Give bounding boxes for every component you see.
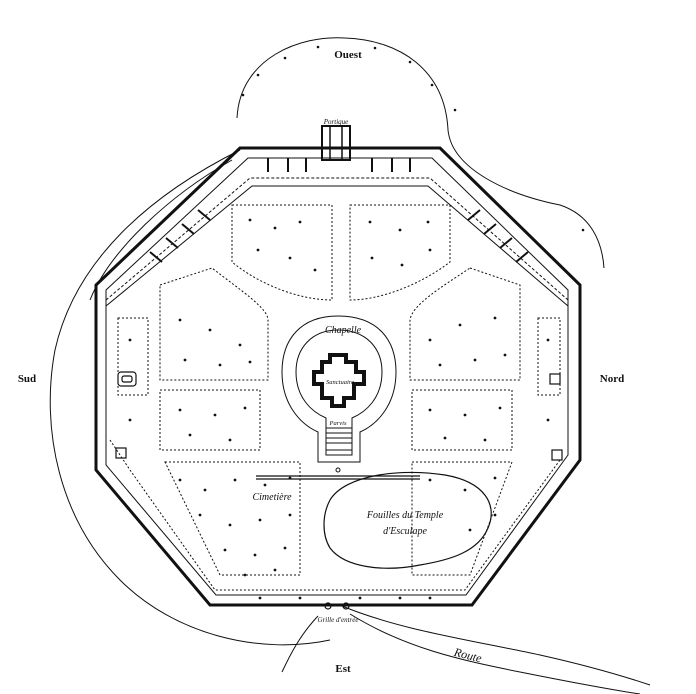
external-paths bbox=[49, 37, 651, 694]
sanctuaire-shrine bbox=[312, 353, 366, 408]
monuments bbox=[115, 371, 563, 461]
parvis-steps bbox=[325, 427, 353, 451]
plot-ne bbox=[349, 204, 451, 301]
label-fouilles-2: d'Esculape bbox=[383, 526, 427, 537]
label-parvis: Parvis bbox=[329, 420, 347, 427]
plot-w bbox=[159, 267, 269, 381]
label-fouilles-1: Fouilles du Temple bbox=[366, 510, 444, 521]
rail-lines bbox=[256, 475, 420, 480]
compass-south: Sud bbox=[18, 373, 36, 385]
compass-west: Ouest bbox=[334, 49, 362, 61]
grille-entree bbox=[324, 602, 350, 610]
fouilles-area bbox=[323, 471, 492, 569]
plot-sw-a bbox=[159, 389, 261, 451]
label-chapelle: Chapelle bbox=[325, 325, 362, 336]
chapelle bbox=[281, 315, 397, 473]
tree-dots bbox=[128, 218, 550, 600]
plot-cemetery bbox=[164, 461, 301, 576]
label-grille: Grille d'entrée bbox=[318, 616, 359, 624]
compass-north: Nord bbox=[600, 373, 624, 385]
enclosure-walls bbox=[94, 125, 582, 607]
label-sanctuaire: Sanctuaire bbox=[326, 379, 354, 386]
plot-se-a bbox=[411, 389, 513, 451]
portique-structure bbox=[321, 125, 351, 161]
plot-w-edge bbox=[117, 317, 149, 396]
label-cimetiere: Cimetière bbox=[252, 492, 292, 503]
plot-e bbox=[409, 267, 521, 381]
tree-dots-outer bbox=[241, 45, 585, 232]
plot-se-b bbox=[411, 461, 513, 576]
label-portique: Portique bbox=[323, 118, 349, 126]
garden-plots bbox=[109, 204, 561, 591]
label-route: Route bbox=[452, 645, 484, 666]
compass-east: Est bbox=[335, 663, 351, 675]
plot-nw bbox=[231, 204, 333, 301]
